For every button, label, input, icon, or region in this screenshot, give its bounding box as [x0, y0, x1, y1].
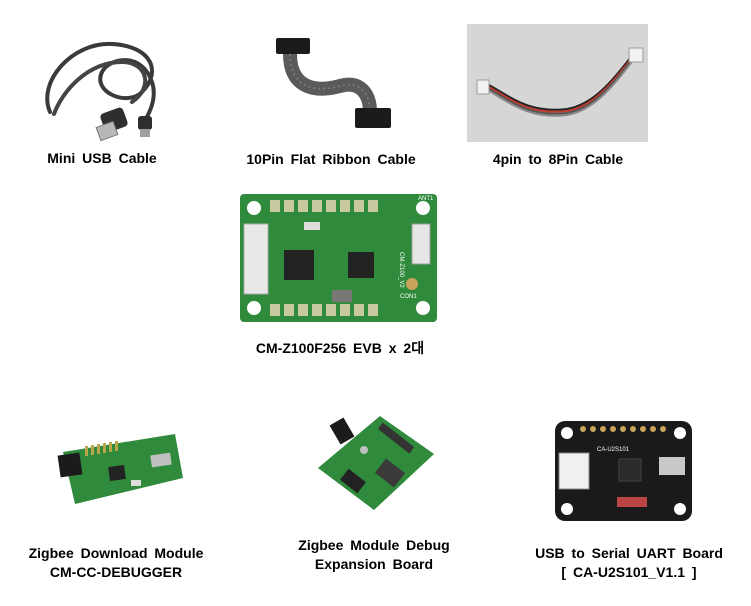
evb-label: CM-Z100F256 EVB x 2대: [230, 339, 450, 358]
uart-board-line-1: USB to Serial UART Board: [535, 545, 723, 561]
expansion-board-line-2: Expansion Board: [314, 556, 434, 572]
download-module-line-1: Zigbee Download Module: [28, 545, 204, 561]
evb-ant-label: ANT1: [418, 196, 434, 202]
download-module-label: Zigbee Download Module CM-CC-DEBUGGER: [10, 544, 222, 582]
expansion-board-line-1: Zigbee Module Debug: [298, 537, 450, 553]
uart-board-image: CA-U2S101: [555, 421, 692, 521]
pin-cable-label: 4pin to 8Pin Cable: [468, 150, 648, 169]
evb-board-image: ANT1 CM-Z100_V2 CON1: [240, 194, 437, 322]
flat-ribbon-cable-label: 10Pin Flat Ribbon Cable: [236, 150, 426, 169]
download-module-image: [55, 432, 183, 508]
uart-board-label: USB to Serial UART Board [ CA-U2S101_V1.…: [524, 544, 734, 582]
expansion-board-image: [314, 406, 438, 512]
evb-con-label: CON1: [400, 294, 417, 300]
uart-board-line-2: [ CA-U2S101_V1.1 ]: [561, 564, 697, 580]
mini-usb-cable-line-1: Mini USB Cable: [47, 150, 157, 166]
mini-usb-cable-image: [32, 32, 172, 142]
mini-usb-cable-label: Mini USB Cable: [20, 149, 184, 168]
evb-side-label: CM-Z100_V2: [398, 252, 404, 288]
flat-ribbon-cable-line-1: 10Pin Flat Ribbon Cable: [246, 151, 416, 167]
evb-line-1: CM-Z100F256 EVB x 2대: [255, 340, 425, 356]
expansion-board-label: Zigbee Module Debug Expansion Board: [276, 536, 472, 574]
download-module-line-2: CM-CC-DEBUGGER: [49, 564, 183, 580]
uart-board-silk: CA-U2S101: [597, 447, 630, 453]
pin-cable-line-1: 4pin to 8Pin Cable: [492, 151, 624, 167]
pin-cable-image: [467, 24, 648, 142]
flat-ribbon-cable-image: [270, 34, 400, 134]
